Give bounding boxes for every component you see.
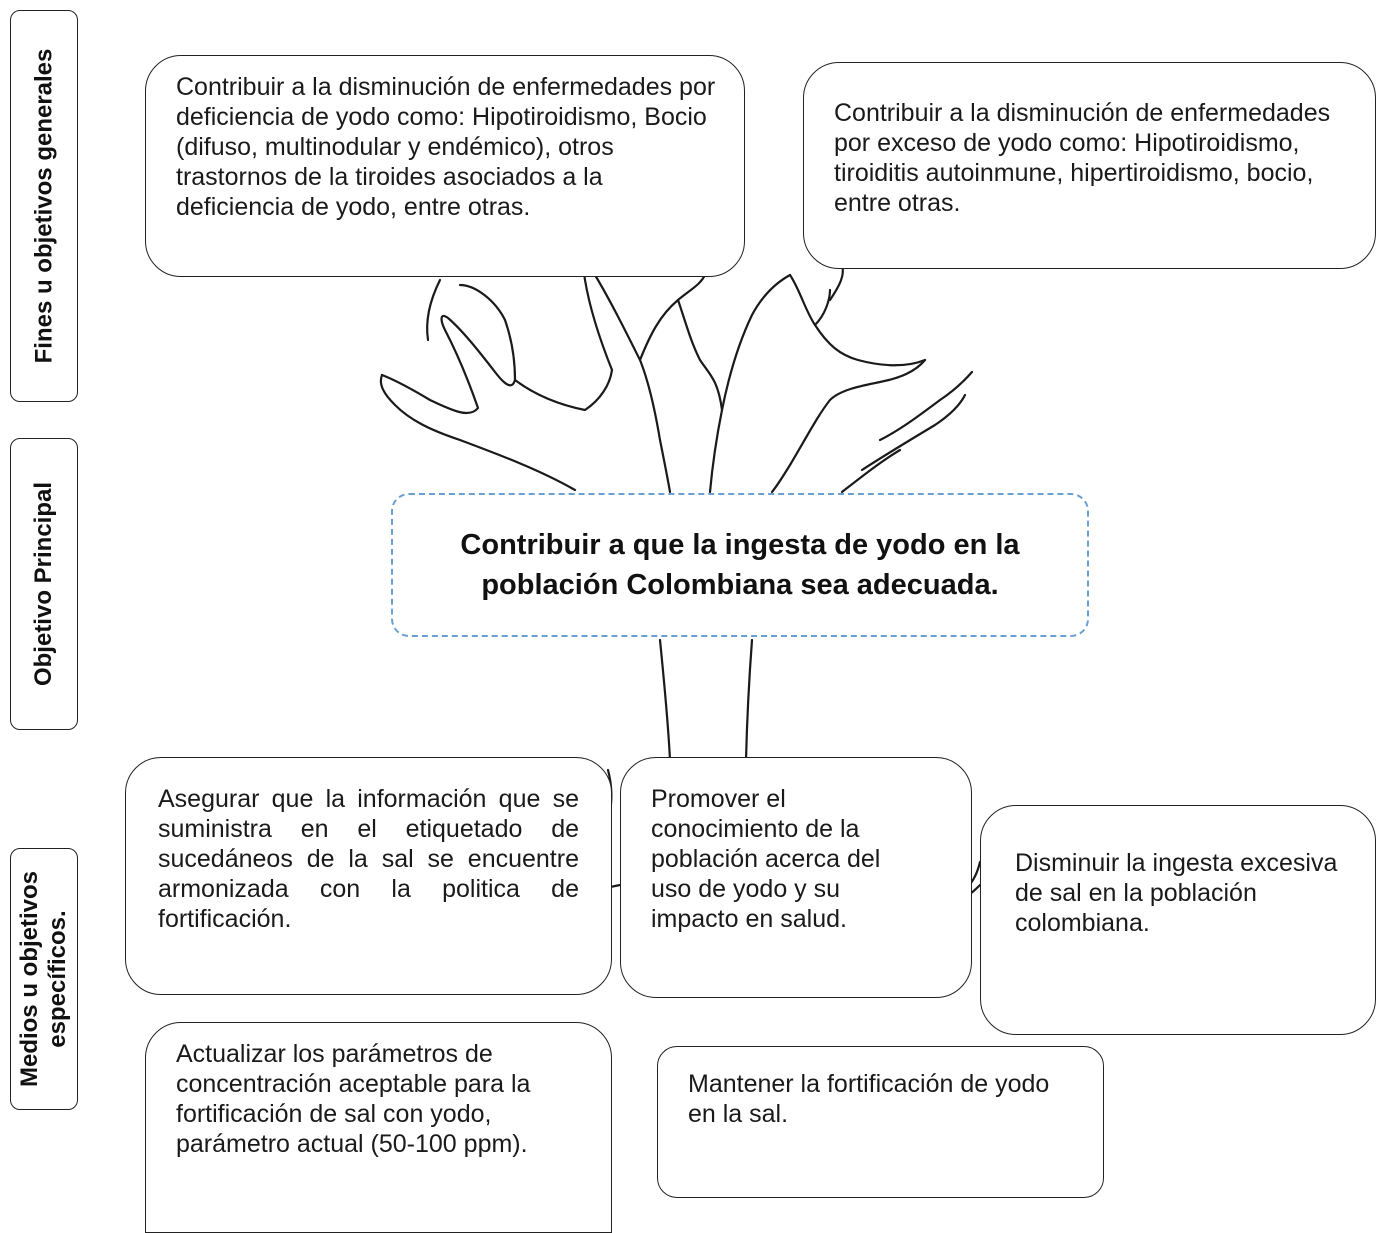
fin-text-deficiencia: Contribuir a la disminución de enfermeda… (176, 73, 716, 221)
medio-text-etiquetado: Asegurar que la información que se sumin… (158, 785, 579, 933)
medio-box-fortificacion: Mantener la fortificación de yodo en la … (657, 1046, 1104, 1198)
fin-box-exceso: Contribuir a la disminución de enfermeda… (803, 62, 1376, 269)
medio-text-conocimiento: Promover el conocimiento de la población… (651, 785, 881, 933)
medio-box-etiquetado: Asegurar que la información que se sumin… (125, 757, 612, 995)
tree-right-branch-3 (828, 263, 844, 302)
medio-box-ingesta-sal: Disminuir la ingesta excesiva de sal en … (980, 805, 1376, 1035)
tree-twig-left-1 (458, 283, 507, 322)
tree-center-left (583, 269, 672, 494)
tree-branch-left-outer (379, 373, 577, 492)
side-label-medios-line2: específicos. (44, 910, 71, 1048)
tree-right-lower-3 (840, 448, 902, 494)
tree-center-right (708, 273, 792, 494)
main-objective-text: Contribuir a que la ingesta de yodo en l… (460, 529, 1020, 601)
tree-branch-left-2 (513, 368, 614, 412)
fin-text-exceso: Contribuir a la disminución de enfermeda… (834, 99, 1331, 217)
side-label-principal-text: Objetivo Principal (30, 481, 58, 687)
tree-twig-left-2 (426, 278, 442, 342)
tree-trunk-left (658, 638, 672, 762)
main-objective-box: Contribuir a que la ingesta de yodo en l… (391, 493, 1089, 637)
side-label-principal: Objetivo Principal (10, 438, 78, 730)
tree-right-branch-4 (813, 288, 832, 327)
side-label-fines-text: Fines u objetivos generales (30, 48, 58, 364)
side-label-medios-text: Medios u objetivos específicos. (16, 871, 72, 1087)
tree-right-branch-2 (770, 358, 927, 494)
side-label-fines: Fines u objetivos generales (10, 10, 78, 402)
medio-box-conocimiento: Promover el conocimiento de la población… (620, 757, 972, 998)
tree-right-lower-2 (860, 393, 967, 472)
side-label-medios: Medios u objetivos específicos. (10, 848, 78, 1110)
fin-box-deficiencia: Contribuir a la disminución de enfermeda… (145, 55, 745, 277)
tree-right-branch-1 (788, 273, 927, 367)
side-label-medios-line1: Medios u objetivos (16, 870, 43, 1088)
medio-text-parametros: Actualizar los parámetros de concentraci… (176, 1040, 531, 1158)
medio-text-ingesta-sal: Disminuir la ingesta excesiva de sal en … (1015, 849, 1338, 937)
tree-right-lower (878, 370, 974, 442)
tree-center-twig (676, 298, 724, 412)
medio-text-fortificacion: Mantener la fortificación de yodo en la … (688, 1070, 1050, 1128)
tree-branch-left-inner (380, 314, 517, 415)
medio-box-parametros: Actualizar los parámetros de concentraci… (145, 1022, 612, 1233)
tree-trunk-right (744, 638, 754, 762)
